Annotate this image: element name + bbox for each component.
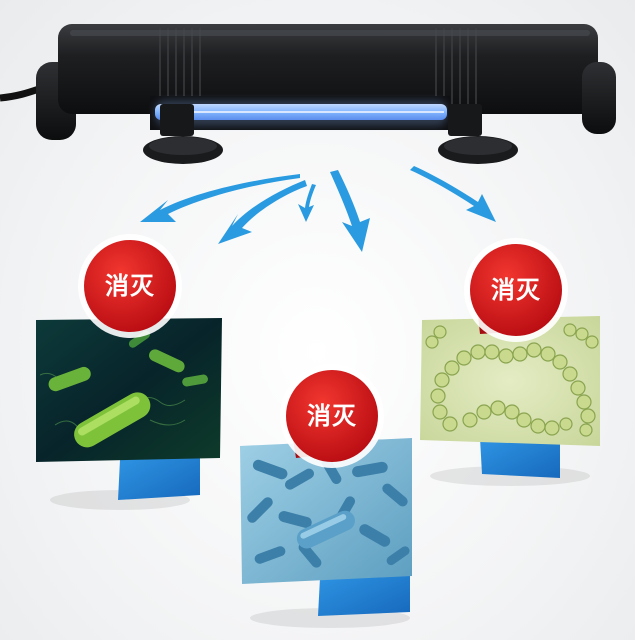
arrows <box>140 166 496 252</box>
lamp-right-cap <box>582 62 616 134</box>
badge-center-label: 消灭 <box>307 402 357 430</box>
algae-chains <box>425 323 599 437</box>
badge-left-label: 消灭 <box>105 272 155 300</box>
arrow-center <box>330 170 370 252</box>
lamp-body <box>58 24 598 114</box>
green-bacteria <box>39 330 208 448</box>
badge-left-circle <box>84 240 176 332</box>
badge-right-label: 消灭 <box>491 276 541 304</box>
badge-center <box>280 364 384 468</box>
badge-right-circle <box>470 244 562 336</box>
arrow-far-left <box>140 174 300 222</box>
panel-left-base <box>118 455 200 500</box>
blue-bacterium-large <box>296 510 355 549</box>
suction-cup-right-top <box>444 137 512 155</box>
panel-left-image <box>36 318 222 462</box>
arrow-center-small <box>298 184 316 222</box>
badge-center-circle <box>286 370 378 462</box>
uv-lamp <box>36 24 616 164</box>
panel-left <box>36 318 222 510</box>
power-cable <box>0 84 44 102</box>
blue-bacteria <box>247 456 410 568</box>
clip-left <box>160 104 194 136</box>
panel-center <box>240 438 412 628</box>
panel-right-base <box>480 438 560 478</box>
clip-right <box>448 104 482 136</box>
arrow-left <box>218 180 307 244</box>
arrow-right <box>410 166 496 222</box>
panel-right-image <box>420 316 600 446</box>
panel-center-base <box>318 572 410 616</box>
suction-cup-left-top <box>149 137 217 155</box>
badge-left <box>78 234 182 338</box>
lamp-highlight <box>70 30 590 36</box>
panel-right <box>420 316 600 486</box>
badge-right <box>464 238 568 342</box>
